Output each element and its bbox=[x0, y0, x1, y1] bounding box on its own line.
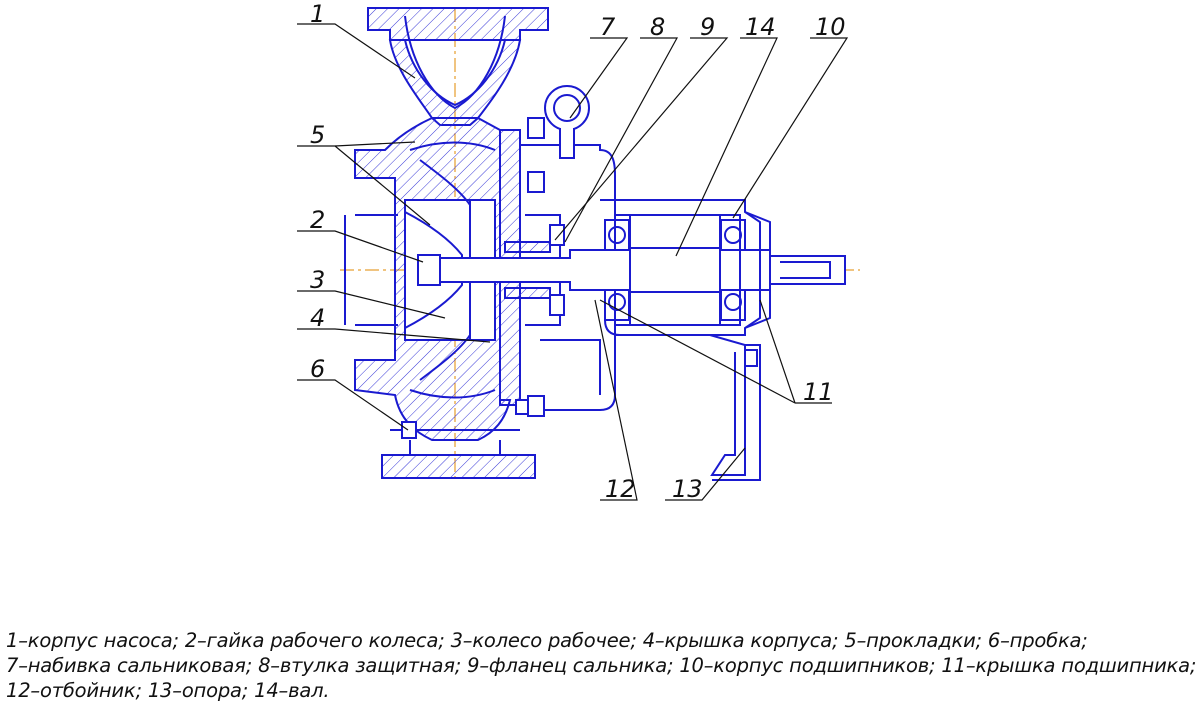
caption-line-1: 1–корпус насоса; 2–гайка рабочего колеса… bbox=[6, 629, 1088, 652]
gland-packing-7 bbox=[504, 241, 551, 253]
pump-cross-section-drawing: 1 5 2 3 4 6 7 8 9 14 10 11 12 13 bbox=[297, 0, 860, 503]
callout-2: 2 bbox=[310, 206, 325, 234]
callout-12: 12 bbox=[605, 475, 636, 503]
impeller-3 bbox=[404, 199, 471, 341]
parts-legend-caption: 1–корпус насоса; 2–гайка рабочего колеса… bbox=[6, 628, 1196, 703]
bearing-left-top bbox=[608, 226, 626, 244]
callout-labels: 1 5 2 3 4 6 7 8 9 14 10 11 12 13 bbox=[310, 0, 846, 503]
callout-9: 9 bbox=[700, 13, 715, 41]
eye-bolt bbox=[544, 85, 590, 131]
callout-14: 14 bbox=[745, 13, 776, 41]
gland-flange-9 bbox=[549, 224, 565, 246]
bottom-flange bbox=[381, 454, 536, 479]
callout-7: 7 bbox=[600, 13, 616, 41]
callout-1: 1 bbox=[310, 0, 325, 28]
bearing-left-bottom bbox=[608, 293, 626, 311]
callout-11: 11 bbox=[803, 378, 834, 406]
impeller-nut-2 bbox=[417, 254, 441, 286]
drain-plug-6 bbox=[401, 421, 417, 439]
leader-lines bbox=[297, 23, 849, 501]
bearing-cap-11 bbox=[744, 211, 771, 329]
top-flange bbox=[367, 7, 549, 41]
bearing-right-top bbox=[724, 226, 742, 244]
callout-4: 4 bbox=[310, 304, 325, 332]
caption-line-3: 12–отбойник; 13–опора; 14–вал. bbox=[6, 679, 330, 702]
pump-outline bbox=[344, 7, 846, 481]
callout-5: 5 bbox=[310, 121, 325, 149]
callout-10: 10 bbox=[815, 13, 846, 41]
bearing-right-bottom bbox=[724, 293, 742, 311]
callout-6: 6 bbox=[310, 355, 325, 383]
callout-13: 13 bbox=[672, 475, 703, 503]
support-13 bbox=[615, 334, 746, 476]
caption-line-2: 7–набивка сальниковая; 8–втулка защитная… bbox=[6, 654, 1197, 677]
callout-8: 8 bbox=[650, 13, 665, 41]
callout-3: 3 bbox=[310, 266, 325, 294]
